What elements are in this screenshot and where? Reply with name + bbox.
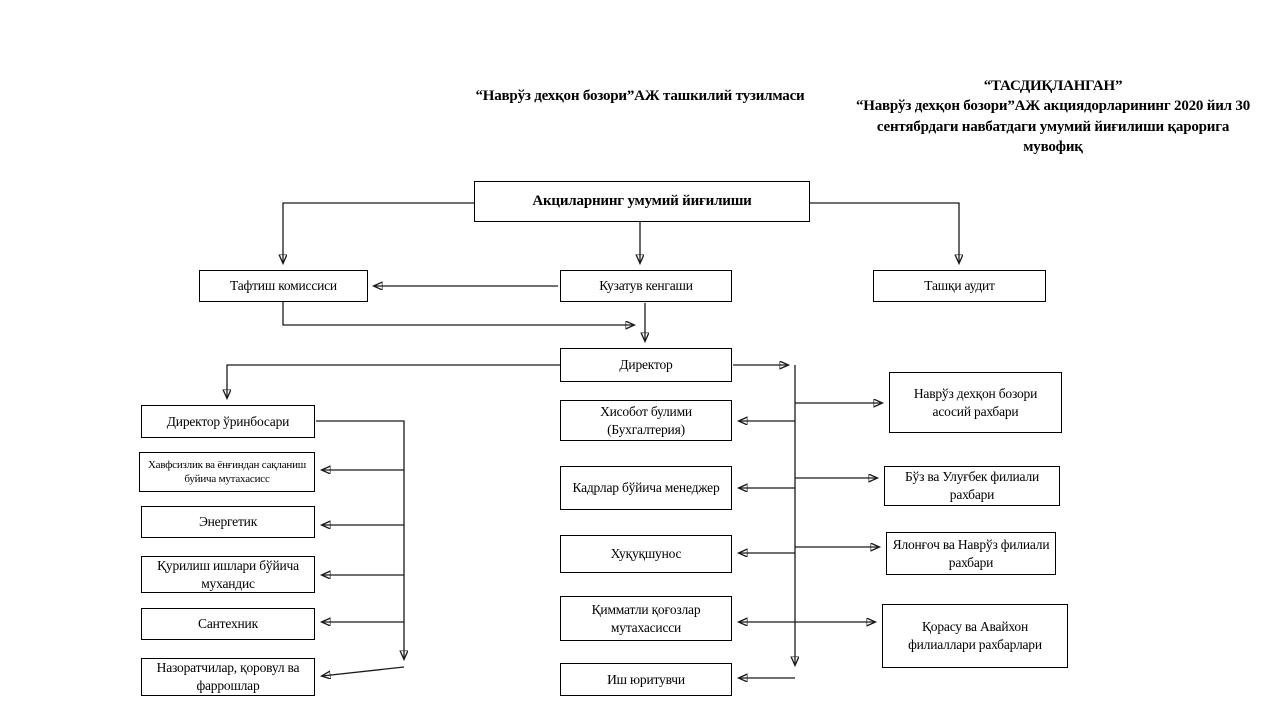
approval-line1: “ТАСДИҚЛАНГАН” xyxy=(983,78,1123,94)
node-kuzatuv-kengashi: Кузатув кенгаши xyxy=(560,270,732,302)
node-nazoratchilar: Назоратчилар, қоровул ва фаррошлар xyxy=(141,658,315,696)
node-qimmatli-qogozlar: Қимматли қоғозлар мутахасисси xyxy=(560,596,732,641)
approval-line2: “Наврўз дехқон бозори”АЖ акциядорларинин… xyxy=(855,98,1251,155)
node-qorasu-avayxon-filial: Қорасу ва Авайхон филиаллари рахбарлари xyxy=(882,604,1068,668)
approval-note: “ТАСДИҚЛАНГАН” “Наврўз дехқон бозори”АЖ … xyxy=(852,76,1254,157)
node-energetik: Энергетик xyxy=(141,506,315,538)
node-huquqshunos: Хуқуқшунос xyxy=(560,535,732,573)
page-title: “Наврўз дехқон бозори”АЖ ташкилий тузилм… xyxy=(475,88,805,104)
node-direktor: Директор xyxy=(560,348,732,382)
node-kadrlar-menejer: Кадрлар бўйича менеджер xyxy=(560,466,732,510)
node-boz-ulugbek-filial: Бўз ва Улуғбек филиали рахбари xyxy=(884,466,1060,506)
node-qurilish-muhandis: Қурилиш ишлари бўйича мухандис xyxy=(141,556,315,593)
node-ish-yurituvchi: Иш юритувчи xyxy=(560,663,732,696)
node-yalangoch-navruz-filial: Ялонғоч ва Наврўз филиали рахбари xyxy=(886,532,1056,575)
node-xavfsizlik-mutaxassis: Хавфсизлик ва ёнғиндан сақланиш буйича м… xyxy=(139,452,315,492)
node-santexnik: Сантехник xyxy=(141,608,315,640)
node-general-meeting: Акциларнинг умумий йиғилиши xyxy=(474,181,810,222)
node-tashqi-audit: Ташқи аудит xyxy=(873,270,1046,302)
node-navruz-asosiy-rahbar: Наврўз дехқон бозори асосий рахбари xyxy=(889,372,1062,433)
node-taftish-komissiyasi: Тафтиш комиссиси xyxy=(199,270,368,302)
node-hisobot-bulimi: Хисобот булими (Бухгалтерия) xyxy=(560,400,732,441)
node-direktor-orinbosari: Директор ўринбосари xyxy=(141,405,315,438)
